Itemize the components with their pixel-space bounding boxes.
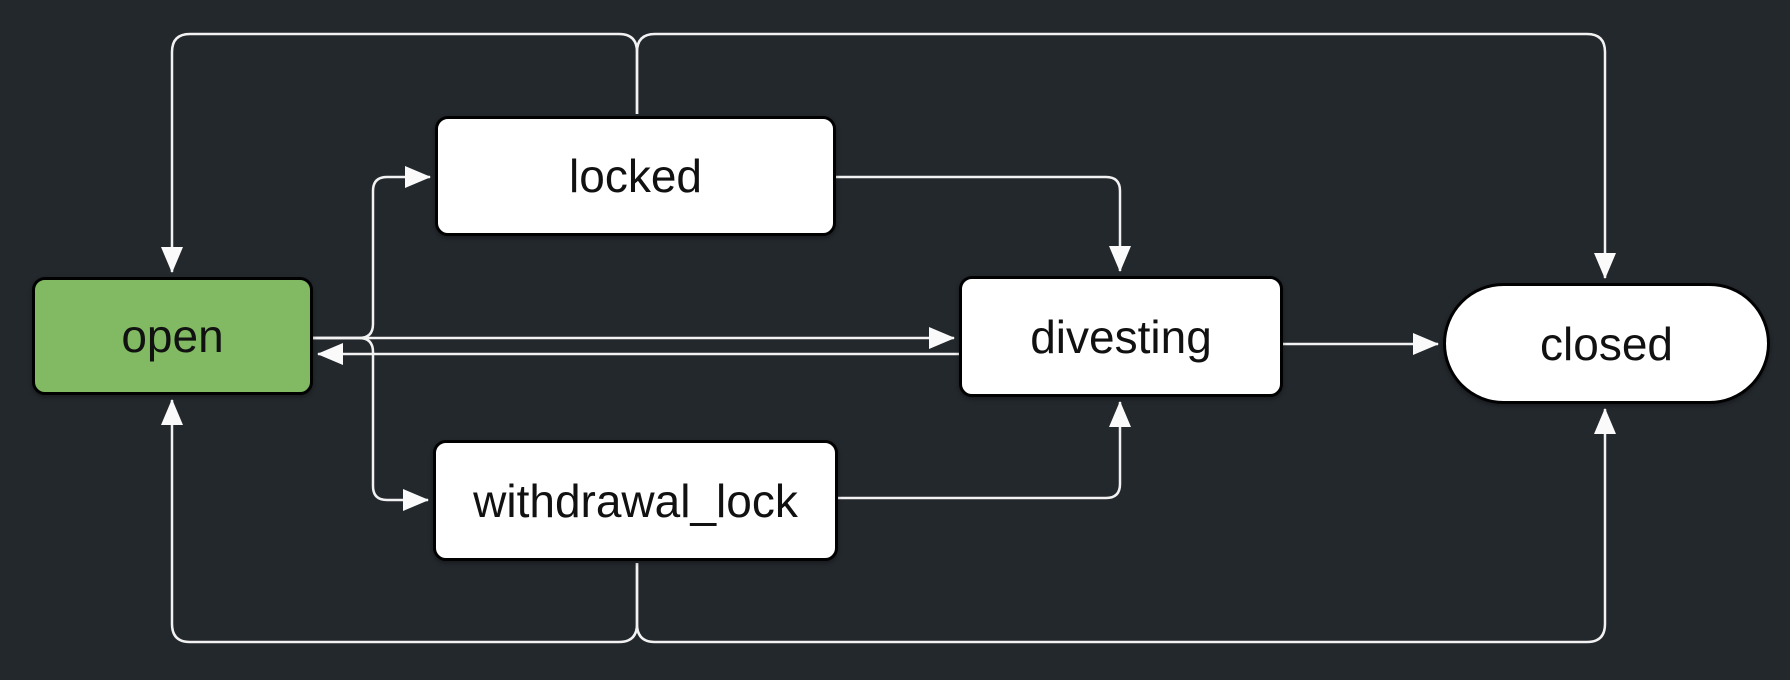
state-label-closed: closed xyxy=(1540,317,1673,370)
state-node-locked: locked xyxy=(435,116,836,236)
state-node-withdrawal-lock: withdrawal_lock xyxy=(433,440,838,561)
edge-withdrawal-lock-to-divesting xyxy=(838,401,1131,500)
state-label-locked: locked xyxy=(569,150,702,202)
state-node-divesting: divesting xyxy=(959,276,1283,397)
state-node-closed: closed xyxy=(1443,283,1770,404)
state-label-open: open xyxy=(121,310,224,362)
edge-locked-to-open xyxy=(161,32,639,273)
edge-locked-to-closed xyxy=(635,32,1616,279)
edge-withdrawal-lock-to-closed xyxy=(635,408,1616,644)
edge-withdrawal-lock-to-open xyxy=(161,399,639,644)
edge-open-to-locked xyxy=(313,166,431,340)
state-label-divesting: divesting xyxy=(1030,310,1212,363)
edge-open-to-withdrawal-lock xyxy=(313,336,429,511)
state-node-open: open xyxy=(32,277,313,395)
state-label-withdrawal-lock: withdrawal_lock xyxy=(473,474,798,527)
edge-locked-to-divesting xyxy=(836,175,1131,272)
